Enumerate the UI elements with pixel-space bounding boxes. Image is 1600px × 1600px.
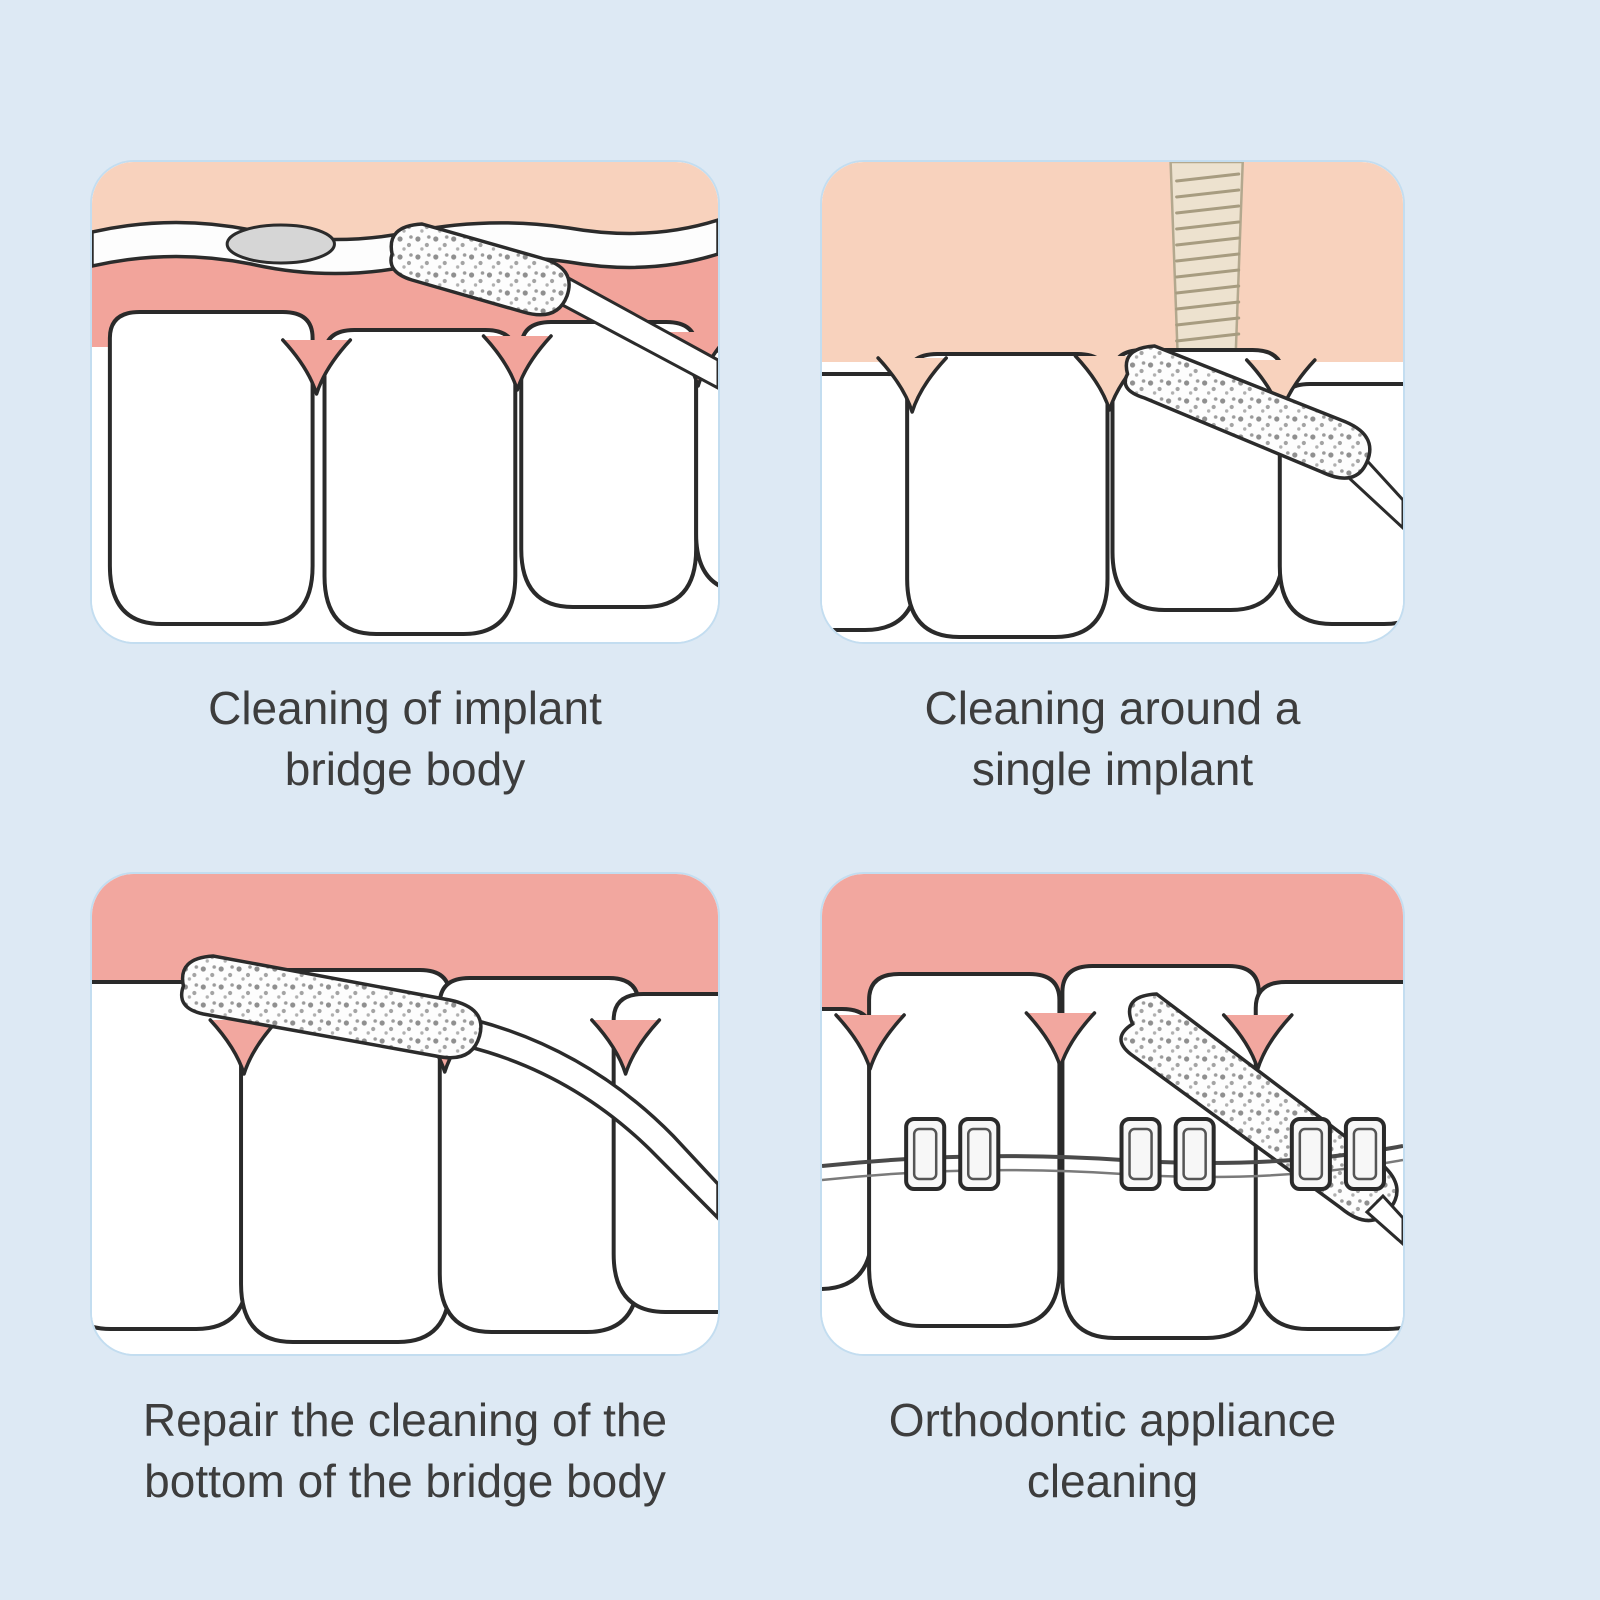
- implant-screw-threads: [1175, 172, 1241, 343]
- panel-implant-bridge: Cleaning of implant bridge body: [90, 160, 720, 800]
- floss-tail: [1364, 1193, 1403, 1247]
- bracket-slot: [966, 1127, 992, 1181]
- illustration-frame-single-implant: [820, 160, 1405, 644]
- caption-line: Repair the cleaning of the: [142, 1394, 668, 1446]
- caption-line: Cleaning of implant: [208, 682, 602, 734]
- bracket-wing: [958, 1117, 1001, 1191]
- bracket-slot: [1352, 1127, 1378, 1181]
- braces-brackets: [904, 1117, 1386, 1191]
- implant-abutment: [225, 223, 336, 265]
- tooth: [822, 372, 920, 632]
- caption-line: single implant: [971, 743, 1254, 795]
- upper-gum: [92, 162, 718, 240]
- gum-papilla: [208, 1018, 280, 1076]
- bracket-slot: [912, 1127, 938, 1181]
- bridge-bottom-illustration: [92, 874, 718, 1354]
- screw-thread: [1175, 268, 1241, 279]
- tooth: [519, 320, 699, 609]
- bracket-wing: [1119, 1117, 1162, 1191]
- floss-sponge: [389, 222, 571, 317]
- screw-thread: [1175, 188, 1241, 199]
- illustration-frame-orthodontic: [820, 872, 1405, 1356]
- illustration-frame-bridge-bottom: [90, 872, 720, 1356]
- gum-tissue: [822, 162, 1403, 362]
- gum-papilla: [481, 334, 553, 392]
- bracket-wing: [1343, 1117, 1386, 1191]
- floss-sponge: [179, 954, 483, 1060]
- panel-bridge-bottom: Repair the cleaning of the bottom of the…: [90, 872, 720, 1512]
- teeth: [107, 310, 718, 636]
- gum-papilla: [281, 338, 353, 396]
- screw-thread: [1175, 220, 1241, 231]
- caption-line: Orthodontic appliance: [888, 1394, 1337, 1446]
- bracket-wing: [904, 1117, 947, 1191]
- single-implant-illustration: [822, 162, 1403, 642]
- screw-thread: [1175, 236, 1241, 247]
- gum-papilla: [876, 356, 948, 414]
- teeth: [822, 348, 1403, 639]
- screw-thread: [1175, 300, 1241, 311]
- gum-papilla: [834, 1013, 906, 1071]
- tooth: [905, 352, 1110, 639]
- caption-implant-bridge: Cleaning of implant bridge body: [90, 678, 720, 800]
- tooth: [107, 310, 315, 626]
- bracket-wing: [1173, 1117, 1216, 1191]
- screw-thread: [1175, 172, 1241, 183]
- illustration-frame-implant-bridge: [90, 160, 720, 644]
- screw-thread: [1175, 332, 1241, 343]
- caption-bridge-bottom: Repair the cleaning of the bottom of the…: [90, 1390, 720, 1512]
- tooth: [694, 348, 718, 588]
- bracket-slot: [1182, 1127, 1207, 1181]
- floss-sponge: [1123, 344, 1372, 480]
- caption-line: bridge body: [284, 743, 526, 795]
- orthodontic-illustration: [822, 874, 1403, 1354]
- tooth: [322, 328, 518, 636]
- caption-line: cleaning: [1026, 1455, 1199, 1507]
- screw-thread: [1175, 316, 1241, 327]
- bracket-wing: [1289, 1117, 1332, 1191]
- floss-tail: [463, 1017, 718, 1221]
- screw-thread: [1175, 204, 1241, 215]
- gum-papilla: [1024, 1011, 1097, 1069]
- caption-line: bottom of the bridge body: [144, 1455, 666, 1507]
- caption-orthodontic: Orthodontic appliance cleaning: [820, 1390, 1405, 1512]
- panel-orthodontic: Orthodontic appliance cleaning: [820, 872, 1405, 1512]
- gum-papilla: [590, 1018, 662, 1076]
- panel-single-implant: Cleaning around a single implant: [820, 160, 1405, 800]
- bracket-slot: [1298, 1127, 1324, 1181]
- caption-single-implant: Cleaning around a single implant: [820, 678, 1405, 800]
- bracket-slot: [1128, 1127, 1153, 1181]
- teeth: [92, 968, 718, 1344]
- implant-screw: [1169, 162, 1244, 356]
- implant-bridge-illustration: [92, 162, 718, 642]
- screw-thread: [1175, 284, 1241, 295]
- caption-line: Cleaning around a: [924, 682, 1301, 734]
- screw-thread: [1175, 252, 1241, 263]
